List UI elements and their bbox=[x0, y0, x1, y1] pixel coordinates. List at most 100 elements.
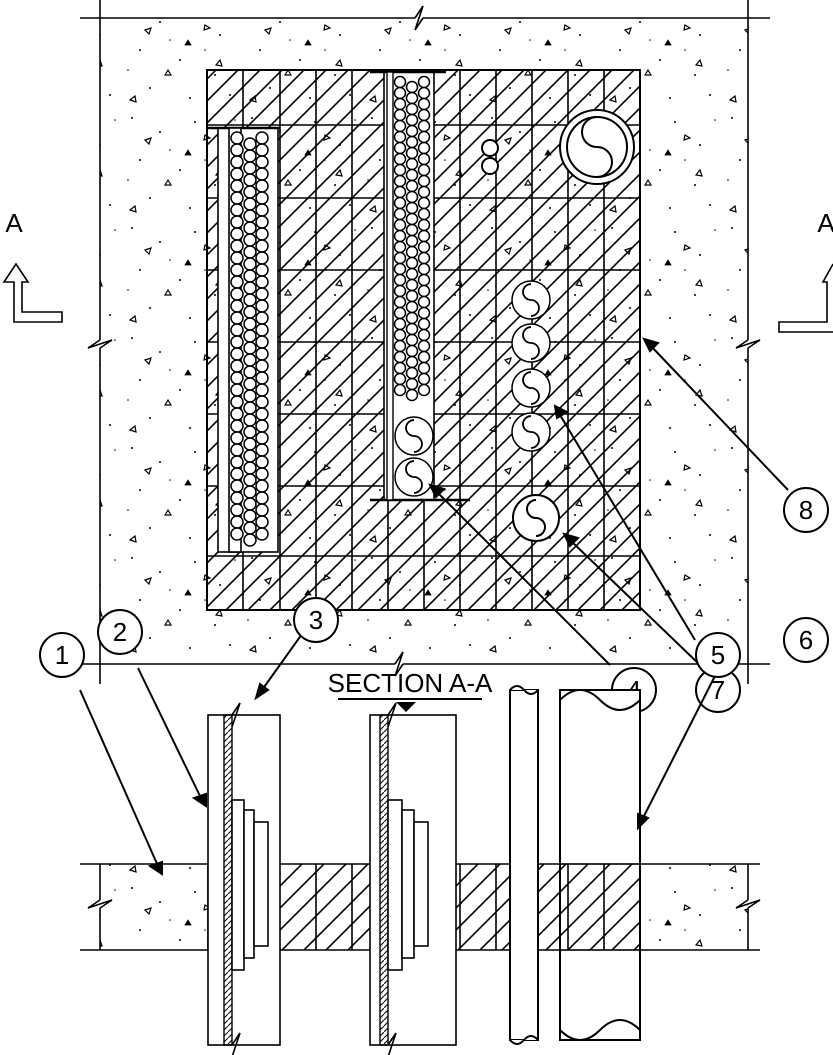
pipe-symbol bbox=[405, 419, 423, 453]
cable bbox=[393, 251, 407, 265]
cable bbox=[405, 80, 419, 94]
cable bbox=[417, 284, 431, 298]
cable bbox=[243, 221, 257, 235]
cable bbox=[405, 102, 419, 116]
cable bbox=[243, 473, 257, 487]
cable bbox=[255, 203, 269, 217]
cable bbox=[405, 201, 419, 215]
cable bbox=[405, 179, 419, 193]
cable bbox=[417, 130, 431, 144]
cable bbox=[405, 256, 419, 270]
cable bbox=[255, 179, 269, 193]
cable bbox=[405, 157, 419, 171]
cable bbox=[255, 191, 269, 205]
callout-8: 8 bbox=[783, 487, 829, 533]
cable bbox=[243, 185, 257, 199]
cable bbox=[255, 443, 269, 457]
cable bbox=[230, 131, 244, 145]
cable bbox=[255, 455, 269, 469]
pipe-symbol bbox=[522, 326, 540, 360]
pipe bbox=[394, 416, 434, 456]
cable bbox=[243, 377, 257, 391]
section-title: SECTION A-A bbox=[328, 668, 493, 698]
cable bbox=[417, 262, 431, 276]
cable bbox=[255, 503, 269, 517]
cable bbox=[405, 311, 419, 325]
callout-5: 5 bbox=[695, 632, 741, 678]
cable bbox=[230, 431, 244, 445]
cable bbox=[405, 355, 419, 369]
cable bbox=[417, 229, 431, 243]
cable bbox=[255, 227, 269, 241]
cable bbox=[393, 295, 407, 309]
cable bbox=[255, 323, 269, 337]
cable bbox=[255, 395, 269, 409]
cable bbox=[393, 273, 407, 287]
cable bbox=[393, 141, 407, 155]
cable bbox=[255, 263, 269, 277]
callout-1-label: 1 bbox=[55, 640, 69, 670]
cable bbox=[417, 119, 431, 133]
cable bbox=[243, 461, 257, 475]
cable bbox=[405, 113, 419, 127]
pipe-pair-center-tray bbox=[394, 416, 434, 497]
cable bbox=[255, 251, 269, 265]
cable bbox=[230, 419, 244, 433]
cable bbox=[417, 251, 431, 265]
cable bbox=[393, 284, 407, 298]
cable bbox=[405, 333, 419, 347]
cable bbox=[243, 401, 257, 415]
cable bbox=[405, 190, 419, 204]
cable bbox=[230, 323, 244, 337]
callout-8-label: 8 bbox=[799, 495, 813, 525]
cable bbox=[393, 361, 407, 375]
cable bbox=[405, 223, 419, 237]
cable bbox=[230, 491, 244, 505]
callout-2: 2 bbox=[97, 609, 143, 655]
pipe-symbol bbox=[522, 283, 540, 317]
cable bbox=[417, 306, 431, 320]
small-tubes bbox=[481, 139, 499, 175]
cable bbox=[417, 207, 431, 221]
pipe-stack-column bbox=[511, 280, 551, 452]
cable bbox=[405, 366, 419, 380]
cable bbox=[230, 203, 244, 217]
pipe-section-small bbox=[509, 685, 539, 1045]
cable bbox=[255, 359, 269, 373]
cable bbox=[255, 287, 269, 301]
section-letter-right: A bbox=[817, 208, 833, 238]
cable bbox=[243, 449, 257, 463]
cable bbox=[417, 317, 431, 331]
cable bbox=[405, 388, 419, 402]
callout-6: 6 bbox=[783, 617, 829, 663]
pipe-symbol bbox=[522, 415, 540, 449]
cable bbox=[417, 339, 431, 353]
cable bbox=[255, 347, 269, 361]
cable bbox=[243, 161, 257, 175]
cable bbox=[393, 240, 407, 254]
callout-7: 7 bbox=[695, 667, 741, 713]
cable bbox=[405, 377, 419, 391]
leader-lines-plan bbox=[428, 337, 789, 666]
cable bbox=[255, 371, 269, 385]
cable bbox=[230, 515, 244, 529]
cable bbox=[393, 130, 407, 144]
wall-boundary-lines bbox=[80, 0, 770, 684]
cable bbox=[230, 215, 244, 229]
cable bbox=[230, 395, 244, 409]
cable bbox=[393, 196, 407, 210]
section-marker-right: A bbox=[778, 208, 833, 333]
cable bbox=[230, 299, 244, 313]
cable bbox=[230, 479, 244, 493]
cable bbox=[417, 86, 431, 100]
pipe-symbol bbox=[405, 460, 423, 494]
cable bbox=[417, 361, 431, 375]
cable bbox=[255, 527, 269, 541]
cable bbox=[405, 146, 419, 160]
cable bbox=[230, 407, 244, 421]
cable bbox=[243, 353, 257, 367]
cable bbox=[230, 527, 244, 541]
cable bbox=[393, 207, 407, 221]
cable bbox=[243, 293, 257, 307]
cable bbox=[230, 227, 244, 241]
